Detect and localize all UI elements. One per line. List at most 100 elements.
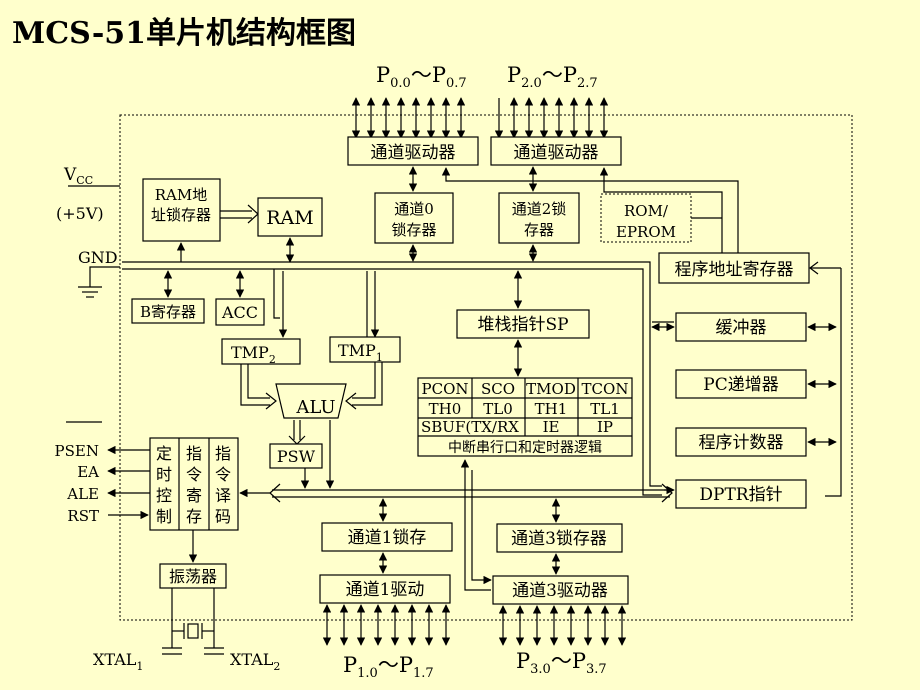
control-signal-label: RST <box>67 507 99 525</box>
timing-char: 寄 <box>186 486 202 505</box>
crystal-icon <box>162 588 224 655</box>
p0-latch-l1: 通道0 <box>394 200 434 218</box>
lower-bus <box>239 483 673 503</box>
page-title: MCS-51单片机结构框图 <box>12 16 357 51</box>
sfr-cell: TH1 <box>535 400 568 418</box>
timing-char: 令 <box>215 465 231 484</box>
p0-latch-box <box>374 192 454 244</box>
latch-to-ram-arrow <box>220 204 259 224</box>
pc-addr-reg-label: 程序地址寄存器 <box>675 260 794 280</box>
p3-driver-box <box>492 575 629 605</box>
pc-inc-box <box>675 369 807 399</box>
tmp2-box <box>221 338 301 365</box>
alu-links <box>288 420 335 489</box>
oscillator-box <box>159 563 227 589</box>
p2-latch-l1: 通道2锁 <box>512 200 567 218</box>
b-reg-label: B寄存器 <box>140 303 196 321</box>
p2-pins <box>494 97 609 139</box>
b-reg-box <box>131 298 205 324</box>
sfr-cell: PCON <box>422 380 469 398</box>
ground-icon <box>78 266 120 298</box>
p3-pins <box>498 605 627 646</box>
pc-inc-label: PC递增器 <box>703 375 778 395</box>
timing-char: 制 <box>156 507 172 526</box>
timing-char: 译 <box>215 486 231 505</box>
right-bus <box>809 261 842 497</box>
p1-latch-box <box>321 522 453 552</box>
sfr-cell: TCON <box>582 380 629 398</box>
alu-label: ALU <box>295 397 335 418</box>
p2-label: P2.0～P2.7 <box>507 63 598 91</box>
internal-bus <box>122 261 662 496</box>
sfr-cell: TL1 <box>590 400 620 418</box>
voltage-label: (+5V) <box>56 204 104 223</box>
pc-label: 程序计数器 <box>699 433 784 453</box>
timing-char: 定 <box>156 444 172 463</box>
p0-pins <box>351 97 466 139</box>
oscillator-label: 振荡器 <box>169 567 217 586</box>
bottom-links <box>378 459 561 591</box>
timing-char: 时 <box>156 465 172 484</box>
tmp1-label: TMP1 <box>338 341 383 364</box>
sfr-caption: 中断串行口和定时器逻辑 <box>448 440 602 456</box>
sfr-cell: TMOD <box>526 380 576 398</box>
right-double-arrows <box>651 321 837 495</box>
rom-l2: EPROM <box>616 223 676 241</box>
sfr-block <box>417 377 633 457</box>
xtal1-label: XTAL1 <box>93 650 143 673</box>
p1-driver-box <box>319 574 451 604</box>
timing-char: 码 <box>215 507 231 526</box>
timing-control-block <box>149 437 239 531</box>
buffer-box <box>675 312 807 342</box>
tmp-to-alu <box>240 362 383 410</box>
timing-char: 指 <box>215 444 231 463</box>
sfr-cell: TH0 <box>429 400 462 418</box>
psw-box <box>269 443 323 469</box>
ram-box <box>257 197 323 237</box>
p2-latch-box <box>498 192 580 244</box>
p1-pins <box>322 604 451 646</box>
chip-boundary <box>119 114 853 621</box>
sfr-cell: IP <box>597 418 613 436</box>
dptr-box <box>675 479 807 509</box>
p3-driver-label: 通道3驱动器 <box>512 581 608 601</box>
acc-label: ACC <box>221 303 258 322</box>
sfr-cell: IE <box>543 418 560 436</box>
p2-driver-box <box>490 136 622 166</box>
p2-driver-label: 通道驱动器 <box>514 143 599 163</box>
timing-char: 令 <box>186 465 202 484</box>
ram-label: RAM <box>266 207 313 229</box>
gnd-label: GND <box>78 248 118 267</box>
buffer-label: 缓冲器 <box>716 318 767 338</box>
tmp2-label: TMP2 <box>231 343 276 366</box>
driver-latch-links <box>176 166 538 263</box>
p3-latch-label: 通道3锁存器 <box>511 529 607 549</box>
reg-bus-links <box>163 269 380 338</box>
p0-latch-l2: 锁存器 <box>391 221 436 239</box>
p0-label: P0.0～P0.7 <box>376 63 467 91</box>
p3-label: P3.0～P3.7 <box>516 649 607 677</box>
pc-addr-reg-box <box>658 252 810 284</box>
psw-label: PSW <box>277 447 316 466</box>
p3-latch-box <box>496 523 623 553</box>
control-signal-label: ALE <box>66 485 99 503</box>
control-signal-label: PSEN <box>55 442 99 460</box>
p0-driver-label: 通道驱动器 <box>371 143 456 163</box>
timing-char: 指 <box>186 444 202 463</box>
rom-l1: ROM/ <box>624 202 669 220</box>
sp-label: 堆栈指针SP <box>477 315 568 335</box>
sfr-cell: SCO <box>481 380 515 398</box>
sp-box <box>456 309 590 339</box>
vcc-label: VCC <box>63 165 93 187</box>
p2-latch-l2: 存器 <box>524 221 554 239</box>
sfr-cell: TL0 <box>483 400 513 418</box>
xtal2-label: XTAL2 <box>230 650 280 673</box>
p1-latch-label: 通道1锁存 <box>348 528 427 548</box>
p1-label: P1.0～P1.7 <box>343 653 434 681</box>
p1-driver-label: 通道1驱动 <box>346 580 425 600</box>
alu-shape <box>275 383 347 419</box>
